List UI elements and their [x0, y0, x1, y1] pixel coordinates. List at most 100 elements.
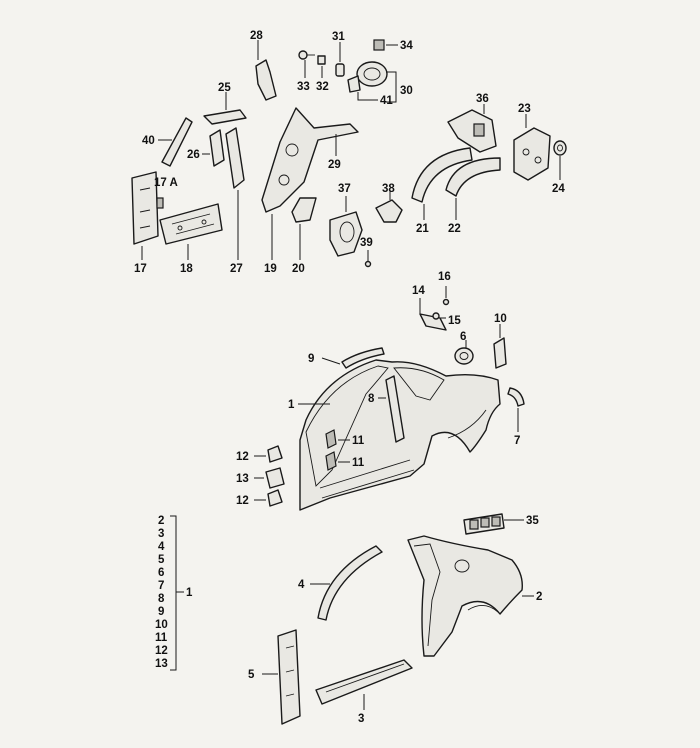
part-35-badge: 35: [463, 513, 539, 535]
legend-item: 2: [158, 515, 164, 527]
callout-5: 5: [248, 669, 255, 681]
legend-item: 12: [155, 645, 168, 657]
callout-32: 32: [316, 81, 329, 93]
callout-21: 21: [416, 223, 429, 235]
legend-item: 8: [158, 593, 165, 605]
part-9-roof-rail: 9: [308, 347, 385, 369]
callout-2: 2: [536, 591, 542, 603]
callout-16: 16: [438, 271, 451, 283]
part-2-quarter-panel: 2: [407, 535, 542, 657]
legend-item: 10: [155, 619, 168, 631]
callout-4: 4: [298, 579, 305, 591]
part-14-bracket: 14: [412, 285, 447, 331]
part-12-hinge-lower: 12: [236, 489, 283, 507]
part-8-inner-strip: 8: [368, 375, 405, 443]
part-36-bracket: 36: [447, 93, 497, 153]
legend-item: 3: [158, 528, 164, 540]
callout-17a: 17 A: [154, 177, 178, 189]
part-4-window-strip: 4: [298, 545, 383, 621]
part-7-trim: 7: [507, 387, 525, 447]
callout-27: 27: [230, 263, 243, 275]
legend-item: 4: [158, 541, 165, 553]
legend-item: 7: [158, 580, 164, 592]
callout-6: 6: [460, 331, 466, 343]
part-26-pillar: 26: [187, 129, 225, 167]
part-21-wheel-arch: 21: [411, 147, 473, 235]
callout-3: 3: [358, 713, 364, 725]
callout-33: 33: [297, 81, 310, 93]
callout-38: 38: [382, 183, 395, 195]
part-34-grommet: 34: [373, 39, 413, 52]
callout-39: 39: [360, 237, 373, 249]
callout-9: 9: [308, 353, 314, 365]
part-22-wheel-arch: 22: [445, 157, 501, 235]
callout-14: 14: [412, 285, 425, 297]
callout-12-upper: 12: [236, 451, 249, 463]
part-33-screw: 33: [297, 50, 315, 93]
part-16-screw: 16: [438, 271, 451, 306]
callout-24: 24: [552, 183, 565, 195]
part-32-nut: 32: [316, 55, 329, 93]
part-30-fuel-flap: 41 30: [347, 61, 413, 107]
part-10-channel: 10: [493, 313, 507, 369]
callout-31: 31: [332, 31, 345, 43]
legend-item: 13: [155, 658, 168, 670]
part-20-cover: 20: [291, 197, 317, 275]
callout-26: 26: [187, 149, 200, 161]
part-11-clip-lower: 11: [325, 451, 365, 471]
part-12-hinge-upper: 12: [236, 445, 283, 463]
part-27-pillar: 27: [225, 127, 245, 275]
callout-40: 40: [142, 135, 155, 147]
part-23-panel: 23: [513, 103, 551, 181]
callout-7: 7: [514, 435, 520, 447]
part-3-rocker-sill: 3: [315, 659, 413, 725]
callout-25: 25: [218, 82, 231, 94]
callout-30: 30: [400, 85, 413, 97]
callout-20: 20: [292, 263, 305, 275]
part-19-inner-panel: 19: [261, 107, 359, 275]
part-18-reinforcement: 18: [159, 203, 223, 275]
callout-29: 29: [328, 159, 341, 171]
part-40-strut: 40: [142, 117, 193, 167]
callout-35: 35: [526, 515, 539, 527]
part-25-rail: 25: [203, 82, 247, 125]
callout-12-lower: 12: [236, 495, 249, 507]
assembly-legend: 2 3 4 5 6 7 8 9 10 11 12 13 1: [155, 515, 193, 671]
callout-34: 34: [400, 40, 413, 52]
callout-15: 15: [448, 315, 461, 327]
part-38-bracket: 38: [375, 183, 403, 223]
callout-41: 41: [380, 95, 393, 107]
callout-10: 10: [494, 313, 507, 325]
legend-item: 9: [158, 606, 164, 618]
callout-23: 23: [518, 103, 531, 115]
callout-36: 36: [476, 93, 489, 105]
callout-11-lower: 11: [352, 457, 365, 469]
callout-13: 13: [236, 473, 249, 485]
legend-item: 11: [155, 632, 168, 644]
callout-1: 1: [288, 399, 295, 411]
callout-28: 28: [250, 30, 263, 42]
callout-8: 8: [368, 393, 375, 405]
part-6-filler-housing: 6: [454, 331, 474, 365]
part-11-clip-upper: 11: [325, 429, 365, 449]
part-39-screw: 39: [360, 237, 373, 268]
part-28-bracket: 28: [250, 30, 277, 101]
callout-11-upper: 11: [352, 435, 365, 447]
part-29-bracket: 29: [328, 134, 341, 171]
part-13-hinge: 13: [236, 467, 285, 489]
callout-22: 22: [448, 223, 461, 235]
legend-parent: 1: [186, 587, 193, 599]
legend-item: 5: [158, 554, 165, 566]
callout-18: 18: [180, 263, 193, 275]
part-24-grommet: 24: [552, 140, 567, 195]
part-37-housing: 37: [329, 183, 363, 257]
legend-item: 6: [158, 567, 164, 579]
part-31-clip: 31: [332, 31, 345, 77]
part-17-lock-pillar: 17 17 A: [131, 171, 178, 275]
part-15-clip: 15: [432, 312, 461, 327]
callout-37: 37: [338, 183, 351, 195]
callout-19: 19: [264, 263, 277, 275]
part-5-a-pillar-lower: 5: [248, 629, 301, 725]
